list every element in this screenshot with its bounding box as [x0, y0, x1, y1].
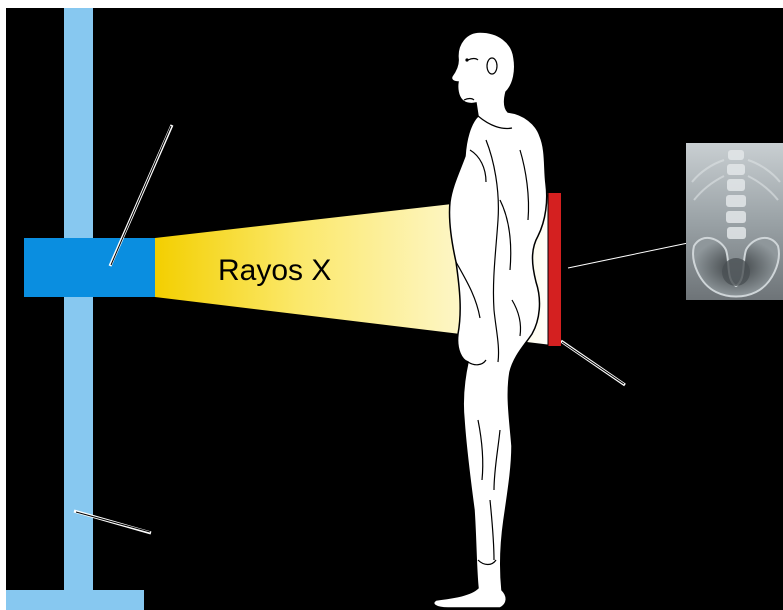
image-detector	[548, 193, 561, 346]
x-ray-tube	[24, 238, 155, 297]
vertical-stand	[6, 8, 144, 610]
beam-label: Rayos X	[218, 254, 331, 287]
pointer-lines	[74, 125, 688, 533]
xray-diagram-svg: Rayos X	[6, 8, 783, 610]
radiograph-image	[686, 143, 783, 300]
diagram-panel: Rayos X	[6, 8, 783, 610]
